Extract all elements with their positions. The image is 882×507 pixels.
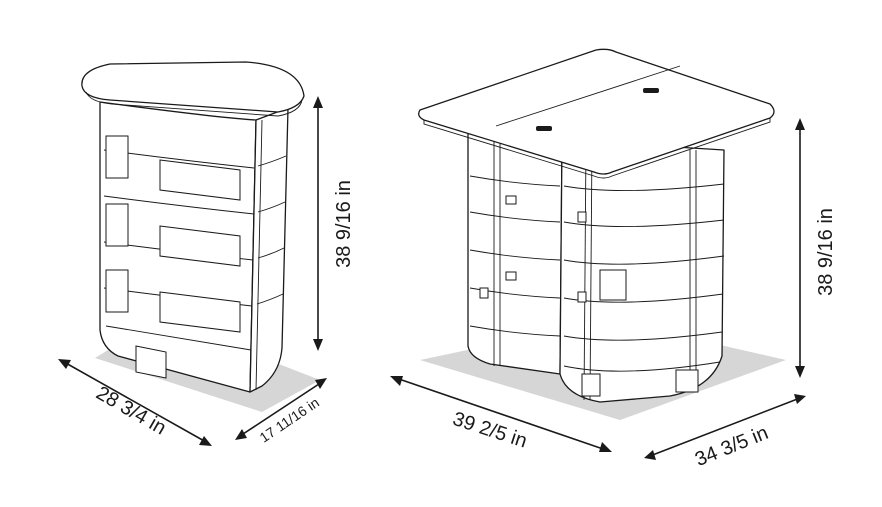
- folded-panels: [105, 135, 241, 379]
- expanded-unit: [418, 48, 786, 420]
- folded-unit: [81, 61, 320, 412]
- expanded-height-dimension: 38 9/16 in: [795, 118, 837, 378]
- expanded-depth-label: 34 3/5 in: [692, 422, 771, 471]
- expanded-slots: [479, 195, 699, 397]
- table-top-handle-back: [643, 88, 659, 93]
- folded-height-dimension: 38 9/16 in: [313, 96, 355, 351]
- folded-body-right-face: [249, 107, 289, 393]
- table-top-handle-front: [536, 126, 552, 131]
- expanded-depth-dimension: 34 3/5 in: [644, 394, 806, 471]
- expanded-height-label: 38 9/16 in: [815, 208, 837, 296]
- folded-table-top: [81, 61, 305, 113]
- folded-height-label: 38 9/16 in: [333, 180, 355, 268]
- folded-width-label: 28 3/4 in: [92, 382, 169, 439]
- expanded-width-label: 39 2/5 in: [450, 408, 530, 453]
- expanded-left-bands: [469, 175, 561, 337]
- expanded-left-column: [467, 131, 563, 375]
